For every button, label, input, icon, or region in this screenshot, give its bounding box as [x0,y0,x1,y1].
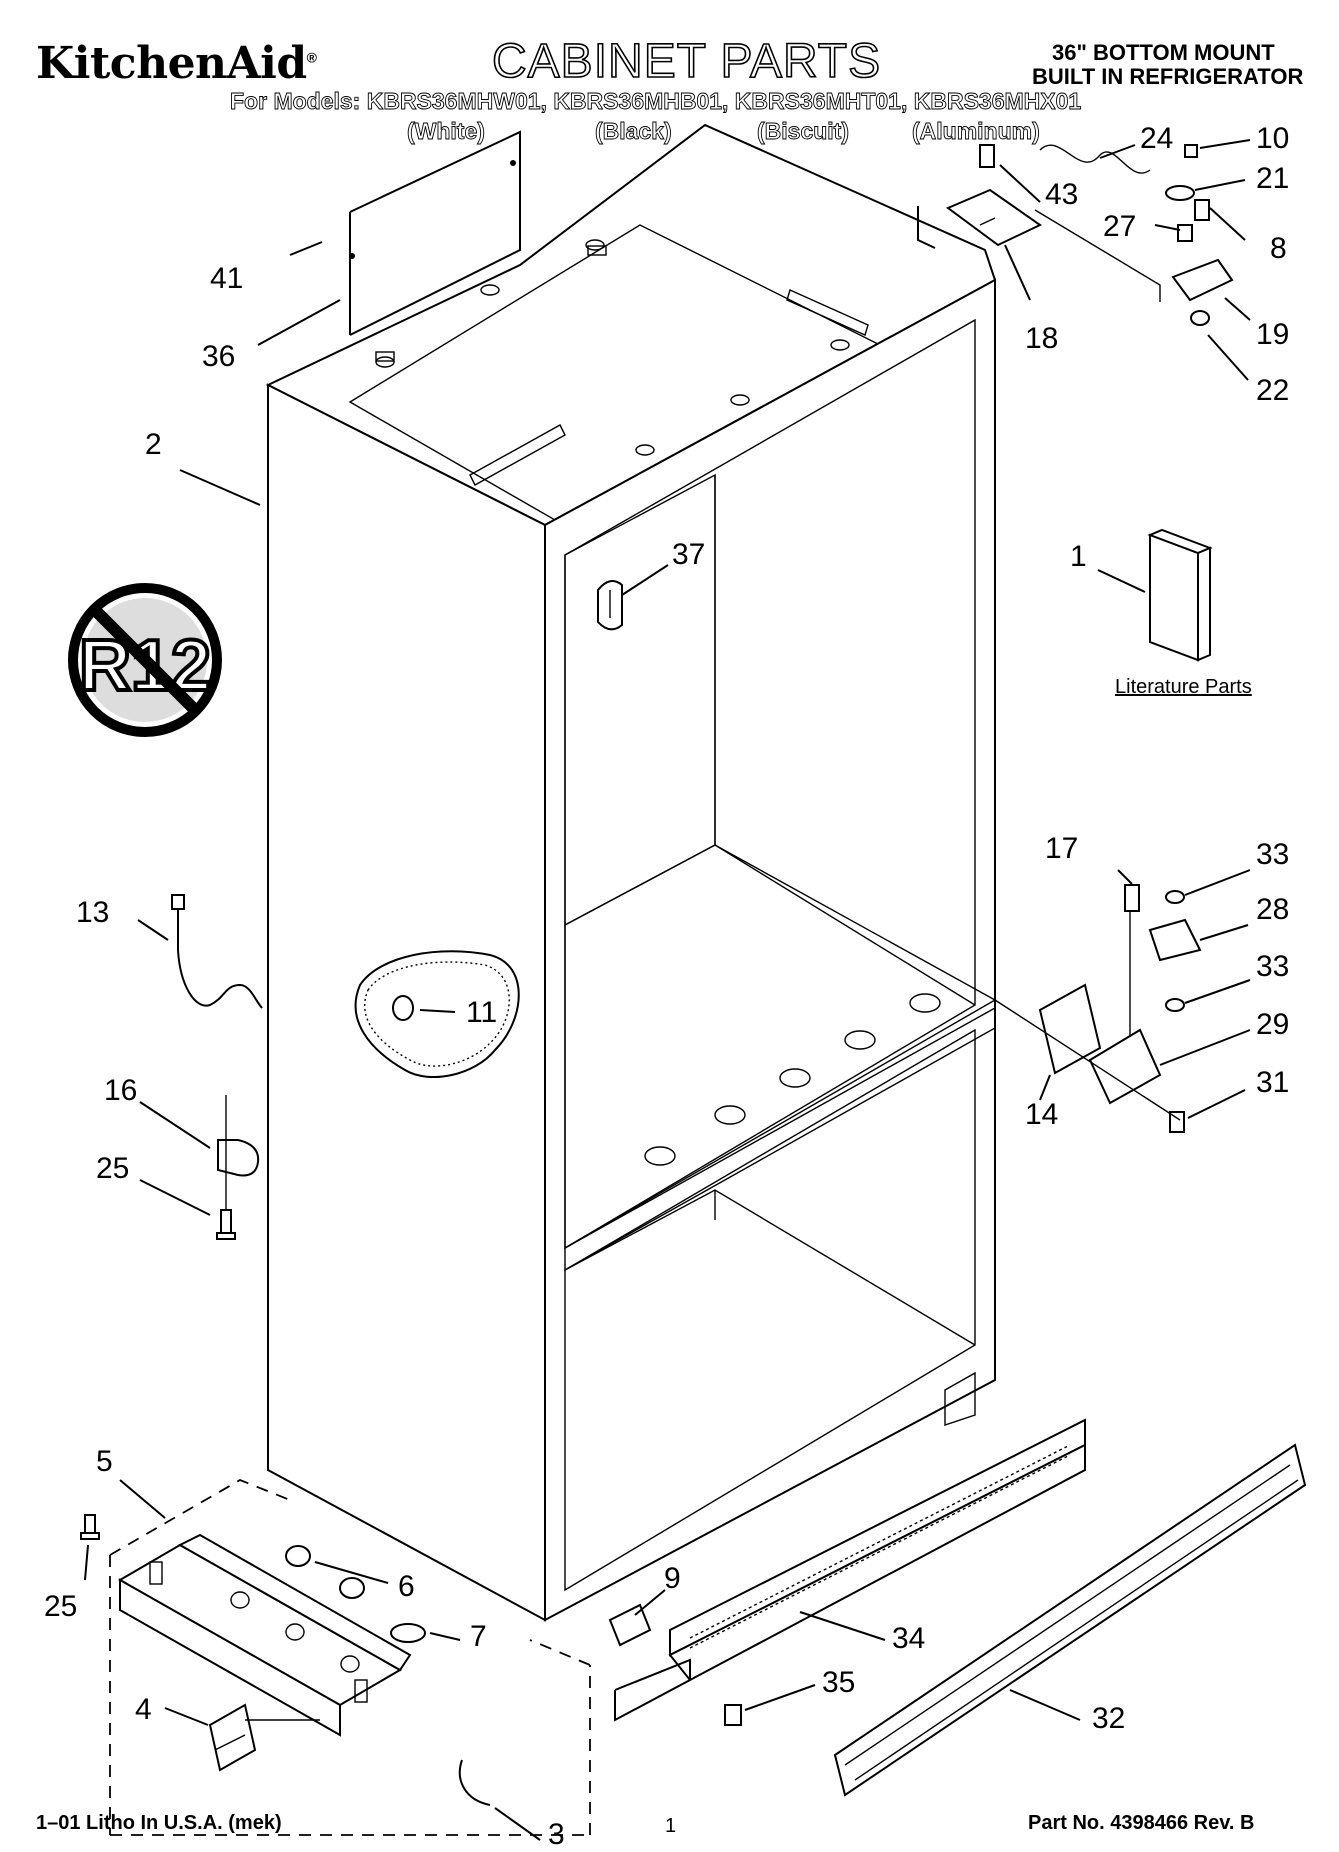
screw-part-25-left [216,1209,236,1240]
color-aluminum: (Aluminum) [912,118,1041,145]
part-number: Part No. 4398466 Rev. B [1028,1812,1255,1834]
subtitle-line-2: BUILT IN REFRIGERATOR [1032,64,1304,89]
callout-16: 16 [104,1074,138,1107]
callout-11: 11 [466,996,498,1029]
grommet-part-6a [285,1545,311,1567]
callout-24: 24 [1140,122,1174,155]
registered-mark: ® [306,49,317,66]
brand-logo: KitchenAid® [36,38,317,89]
callout-1: 1 [1070,540,1087,573]
screw-part-35 [724,1704,742,1726]
callout-17: 17 [1045,832,1079,865]
callout-33-top: 33 [1256,838,1290,871]
callout-29: 29 [1256,1008,1290,1041]
callout-3: 3 [548,1818,565,1851]
top-hinge-parts [917,144,1234,326]
callout-25-left: 25 [96,1152,130,1185]
callout-31: 31 [1256,1066,1290,1099]
callout-34: 34 [892,1622,926,1655]
callout-10: 10 [1256,122,1290,155]
hook-part-3 [458,1759,491,1806]
callout-41: 41 [210,262,244,295]
callout-14: 14 [1025,1098,1059,1131]
callout-33-bottom: 33 [1256,950,1290,983]
callout-25-bottom: 25 [44,1590,78,1623]
toe-grille-part-34 [614,1418,1086,1722]
callout-21: 21 [1256,162,1290,195]
callout-19: 19 [1256,318,1290,351]
callout-28: 28 [1256,893,1290,926]
callout-13: 13 [76,896,110,929]
page-title: CABINET PARTS [491,34,882,89]
grommet-part-6b [339,1577,365,1599]
lower-hinge-parts [994,884,1202,1133]
literature-parts-label: Literature Parts [1115,676,1252,698]
color-biscuit: (Biscuit) [757,118,850,145]
literature-packet-part-1 [1147,528,1213,662]
tube-part-13 [177,905,263,1009]
callout-8: 8 [1270,232,1287,265]
clip-part-37 [597,580,623,631]
top-hinge-bracket-part-18 [946,188,1042,247]
callout-4: 4 [135,1693,152,1726]
callout-27: 27 [1103,210,1137,243]
ring-part-7 [390,1623,426,1643]
callout-7: 7 [470,1620,487,1653]
callout-22: 22 [1256,374,1290,407]
no-r12-badge: R12 [68,583,222,737]
footer-left: 1–01 Litho In U.S.A. (mek) [36,1812,282,1834]
callout-35: 35 [822,1666,856,1699]
models-line: For Models: KBRS36MHW01, KBRS36MHB01, KB… [230,88,1082,115]
callout-18: 18 [1025,322,1059,355]
clamp-part-16 [217,1095,260,1225]
back-panel-part-36 [349,130,521,336]
callout-43: 43 [1045,178,1079,211]
clip-part-9 [608,1603,652,1647]
cabinet-front-frame [544,278,997,1622]
callout-37: 37 [672,538,706,571]
callout-9: 9 [664,1562,681,1595]
plug-part-11 [392,995,414,1021]
callout-2: 2 [145,428,162,461]
callout-6: 6 [398,1570,415,1603]
kick-plate-part-32 [833,1443,1307,1797]
callout-arrows [84,139,1251,1841]
color-white: (White) [407,118,486,145]
screw-part-25-bottom [80,1514,100,1540]
callout-32: 32 [1092,1702,1126,1735]
insulation-cutaway [354,950,520,1078]
page-number: 1 [665,1815,677,1837]
base-assembly-part-5 [109,1479,591,1836]
color-black: (Black) [595,118,673,145]
brand-name: KitchenAid [36,38,307,89]
bracket-part-4 [208,1703,320,1772]
subtitle-line-1: 36" BOTTOM MOUNT [1052,40,1275,65]
callout-5: 5 [96,1445,113,1478]
callout-36: 36 [202,340,236,373]
